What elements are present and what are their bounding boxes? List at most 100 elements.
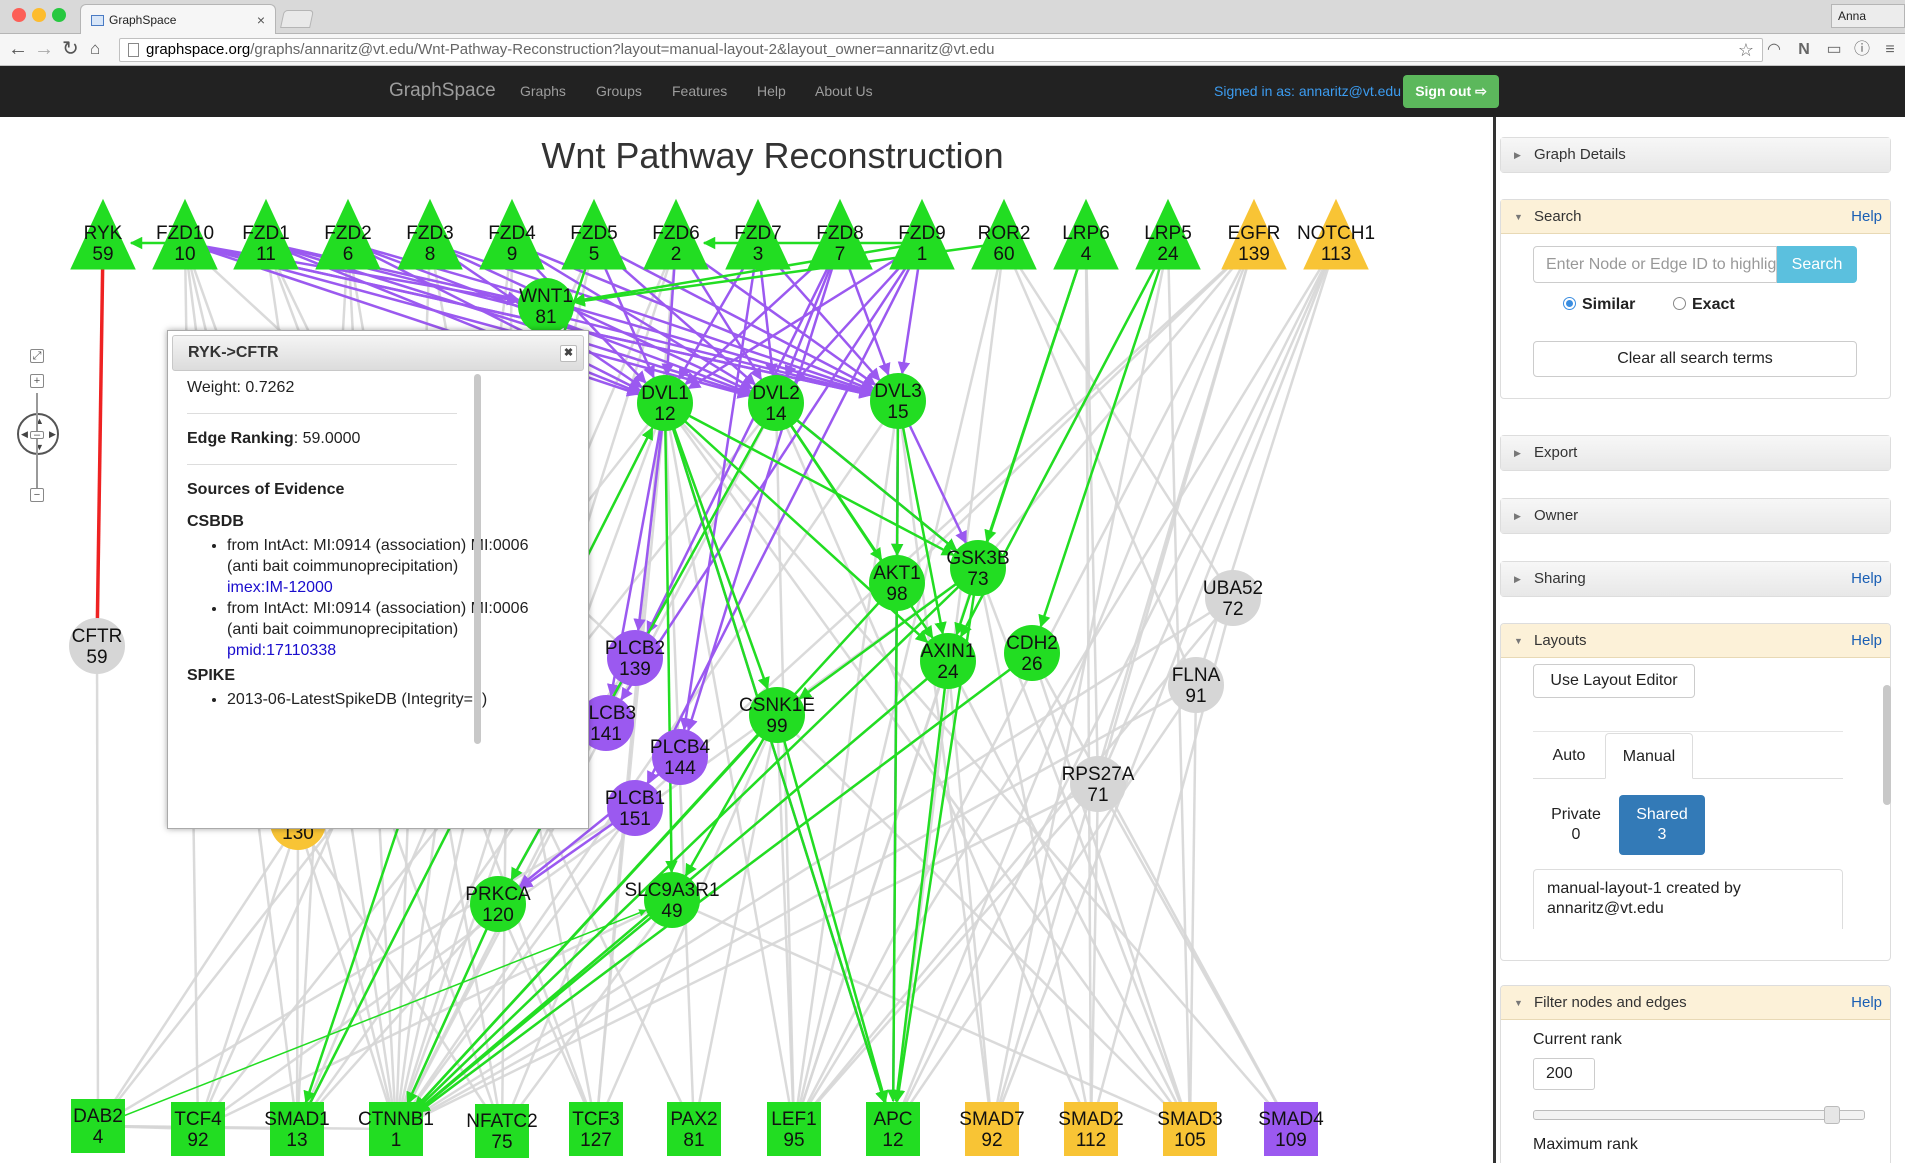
edge-CSNK1E-SLC9A3R1[interactable] [684, 714, 779, 877]
edge-n35-SMAD1[interactable] [295, 821, 300, 1130]
zoom-slider-track[interactable] [36, 393, 38, 495]
edge-ROR2-FLNA[interactable] [1002, 242, 1198, 686]
edge-FZD5-DVL3[interactable] [593, 241, 875, 390]
edge-CDH2-CTNNB1[interactable] [417, 651, 1033, 1114]
edge-FLNA-CTNNB1[interactable] [395, 683, 1197, 1131]
panel-header[interactable]: ▶Graph Details [1501, 138, 1890, 172]
edge-DVL1-SLC9A3R1[interactable] [663, 402, 678, 874]
maximize-window-button[interactable] [52, 8, 66, 22]
cast-icon[interactable]: ▭ [1826, 41, 1842, 58]
edge-AXIN1-SMAD3[interactable] [946, 660, 1192, 1130]
edge-DVL1-CSNK1E[interactable] [663, 402, 770, 690]
sidebar-scrollbar[interactable] [1883, 685, 1891, 805]
close-tab-icon[interactable]: × [256, 12, 265, 28]
edge-PLCB1-NFATC2[interactable] [500, 807, 637, 1132]
bookmark-star-icon[interactable]: ☆ [1737, 40, 1754, 60]
search-help-link[interactable]: Help [1851, 208, 1882, 225]
edge-EGFR-GSK3B[interactable] [977, 242, 1255, 569]
edge-CDH2-SMAD3[interactable] [1030, 652, 1192, 1130]
edge-RPS27A-SMAD2[interactable] [1089, 783, 1100, 1130]
edge-RYK-CFTR[interactable] [95, 242, 105, 647]
edge-FZD8-PLCB4[interactable] [685, 242, 842, 732]
nav-groups[interactable]: Groups [596, 83, 642, 99]
edge-DVL2-GSK3B[interactable] [775, 402, 958, 552]
edge-RPS27A-LEF1[interactable] [793, 783, 1099, 1130]
filter-help-link[interactable]: Help [1851, 994, 1882, 1011]
pan-right-icon[interactable]: ▶ [49, 429, 56, 439]
layout-list-item[interactable]: manual-layout-1 created by annaritz@vt.e… [1533, 869, 1843, 929]
edge-NOTCH1-LEF1[interactable] [792, 242, 1338, 1130]
brand-logo[interactable]: GraphSpace [389, 80, 496, 101]
address-bar[interactable]: graphspace.org/graphs/annaritz@vt.edu/Wn… [119, 38, 1763, 62]
edge-RPS27A-CTNNB1[interactable] [395, 782, 1099, 1131]
nav-about-us[interactable]: About Us [815, 83, 873, 99]
zoom-in-icon[interactable]: + [30, 374, 44, 388]
edge-DVL2-SMAD2[interactable] [774, 402, 1093, 1130]
rank-slider-track[interactable] [1533, 1110, 1865, 1120]
edge-NOTCH1-RPS27A[interactable] [1096, 242, 1338, 785]
edge-LRP6-SMAD2[interactable] [1084, 242, 1093, 1130]
nav-help[interactable]: Help [757, 83, 786, 99]
edge-DVL1-APC[interactable] [663, 402, 888, 1104]
extension-rainbow-icon[interactable]: ◠ [1767, 41, 1781, 58]
edge-LRP5-SMAD7[interactable] [990, 242, 1170, 1130]
edge-EGFR-LEF1[interactable] [792, 242, 1256, 1130]
fit-icon[interactable]: ⤢ [30, 349, 44, 363]
edge-NOTCH1-APC[interactable] [891, 242, 1338, 1130]
edge-EGFR-PLCB1[interactable] [634, 242, 1255, 809]
edge-DAB2-CTNNB1[interactable] [97, 1124, 397, 1131]
owner-panel[interactable]: ▶Owner [1500, 498, 1891, 534]
new-tab-button[interactable] [280, 10, 314, 28]
edge-CDH2-SMAD4[interactable] [1030, 652, 1293, 1130]
edge-AXIN1-APC[interactable] [891, 660, 950, 1103]
extension-info-icon[interactable]: ⓘ [1853, 41, 1870, 58]
edge-FLNA-APC[interactable] [891, 684, 1198, 1130]
sharing-help-link[interactable]: Help [1851, 570, 1882, 587]
edge-LRP5-CDH2[interactable] [1038, 242, 1170, 628]
exact-radio[interactable]: Exact [1673, 296, 1735, 314]
edge-PRKCA-SMAD1[interactable] [296, 903, 499, 1130]
search-button[interactable]: Search [1777, 246, 1857, 283]
edge-DAB2-SLC9A3R1[interactable] [97, 909, 647, 1127]
edge-FZD8-PLCB2[interactable] [646, 242, 842, 635]
edge-n35-DAB2[interactable] [96, 821, 300, 1127]
current-rank-input[interactable]: 200 [1533, 1058, 1595, 1090]
edge-FZD4-DVL2[interactable] [511, 241, 754, 390]
edge-AKT1-CTNNB1[interactable] [414, 582, 898, 1110]
edge-PLCB1-CTNNB1[interactable] [394, 807, 637, 1130]
edge-EGFR-AKT1[interactable] [896, 242, 1255, 584]
edge-FZD1-WNT1[interactable] [265, 241, 520, 304]
layout-editor-button[interactable]: Use Layout Editor [1533, 664, 1695, 698]
